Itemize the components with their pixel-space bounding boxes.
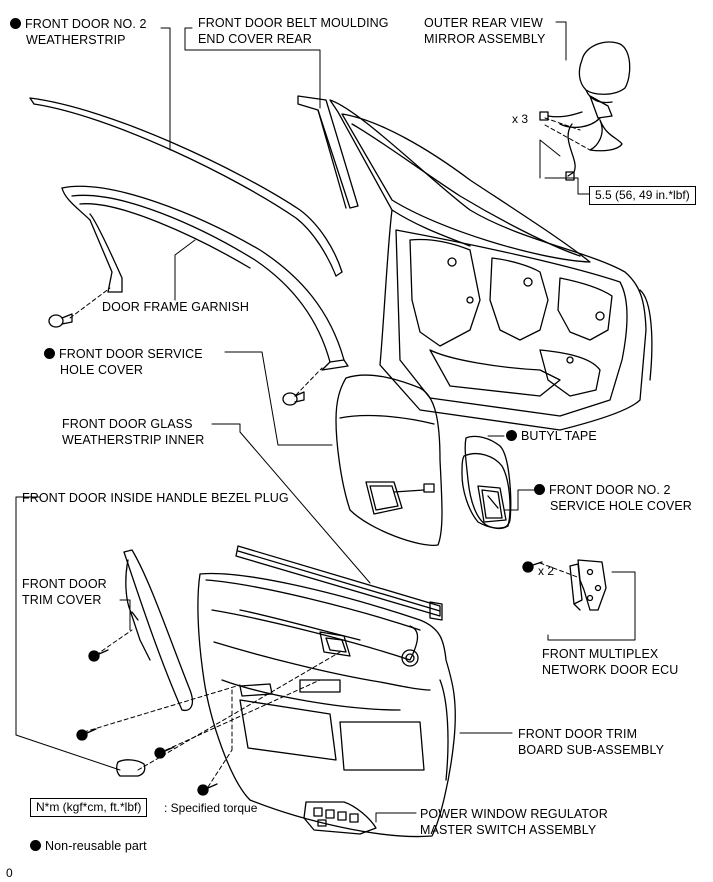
non-reusable-dot-icon xyxy=(30,840,41,851)
ecu-screw-quantity: x 2 xyxy=(538,564,555,578)
label-inside-handle-bezel-plug: FRONT DOOR INSIDE HANDLE BEZEL PLUG xyxy=(22,491,289,505)
non-reusable-dot-icon xyxy=(44,348,55,359)
mirror-torque-box: 5.5 (56, 49 in.*lbf) xyxy=(589,186,696,205)
label-outer-rear-view-mirror: OUTER REAR VIEW MIRROR ASSEMBLY xyxy=(424,16,546,46)
clip-frame-garnish-left xyxy=(48,313,73,328)
belt-moulding-end-cover-rear xyxy=(297,95,359,209)
label-door-frame-garnish: DOOR FRAME GARNISH xyxy=(102,300,249,314)
label-power-window-master-switch: POWER WINDOW REGULATOR MASTER SWITCH ASS… xyxy=(420,807,608,837)
fasteners xyxy=(48,313,543,796)
label-belt-moulding-end-cover: FRONT DOOR BELT MOULDING END COVER REAR xyxy=(198,16,389,46)
butyl-tape xyxy=(464,435,512,530)
door-panel xyxy=(329,99,653,431)
label-butyl-tape: BUTYL TAPE xyxy=(506,428,597,444)
front-door-no2-service-hole-cover xyxy=(461,452,511,529)
front-door-service-hole-cover xyxy=(335,374,443,546)
non-reusable-dot-icon xyxy=(506,430,517,441)
screw-trim-board-3 xyxy=(197,783,218,796)
outer-rear-view-mirror xyxy=(539,41,631,181)
label-front-door-no2-service-hole-cover: FRONT DOOR NO. 2 SERVICE HOLE COVER xyxy=(534,482,692,514)
door-frame-garnish xyxy=(61,185,349,371)
label-front-door-no2-weatherstrip: FRONT DOOR NO. 2 WEATHERSTRIP xyxy=(10,16,147,48)
non-reusable-dot-icon xyxy=(534,484,545,495)
label-front-door-glass-weatherstrip: FRONT DOOR GLASS WEATHERSTRIP INNER xyxy=(62,417,205,447)
screw-trim-cover xyxy=(88,649,109,662)
leader-lines xyxy=(15,21,636,823)
screw-trim-board-2 xyxy=(154,746,175,759)
page-mark: 0 xyxy=(6,866,13,880)
screw-ecu xyxy=(522,561,543,573)
label-front-door-service-hole-cover: FRONT DOOR SERVICE HOLE COVER xyxy=(44,346,203,378)
clip-frame-garnish-right xyxy=(282,391,305,406)
legend-specified-torque: : Specified torque xyxy=(164,801,258,815)
label-front-door-trim-cover: FRONT DOOR TRIM COVER xyxy=(22,577,107,607)
power-window-master-switch xyxy=(303,801,377,835)
inside-handle-bezel-plug xyxy=(116,759,146,777)
screw-trim-board-1 xyxy=(76,728,97,741)
legend-non-reusable-part: Non-reusable part xyxy=(30,838,147,854)
legend-torque-unit-box: N*m (kgf*cm, ft.*lbf) xyxy=(30,798,148,817)
front-door-no2-weatherstrip xyxy=(29,97,343,277)
front-door-trim-cover xyxy=(123,549,194,712)
label-front-door-trim-board: FRONT DOOR TRIM BOARD SUB-ASSEMBLY xyxy=(518,727,665,757)
front-door-glass-weatherstrip-inner xyxy=(235,545,443,621)
mirror-bolt-quantity: x 3 xyxy=(512,112,529,126)
label-front-multiplex-network-door-ecu: FRONT MULTIPLEX NETWORK DOOR ECU xyxy=(542,647,679,677)
front-multiplex-network-door-ecu xyxy=(569,559,607,611)
non-reusable-dot-icon xyxy=(10,18,21,29)
front-door-trim-board xyxy=(197,572,456,838)
